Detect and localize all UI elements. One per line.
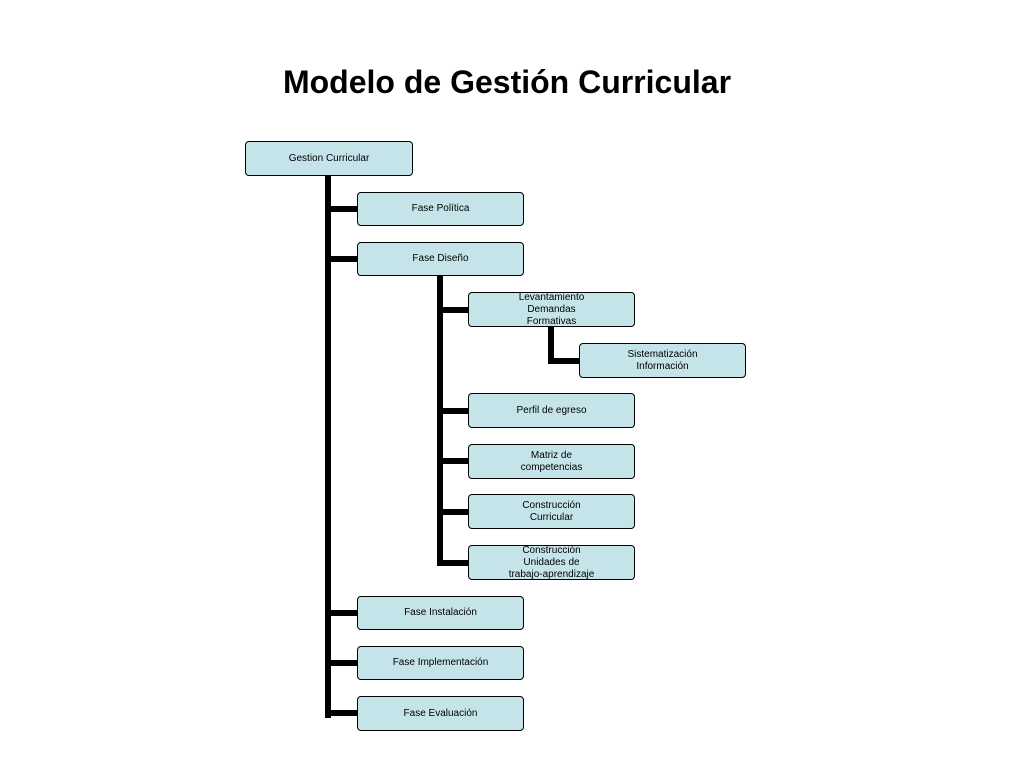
node-fase-evaluacion: Fase Evaluación: [357, 696, 524, 731]
connector-sistematizacion: [548, 358, 579, 364]
connector-fase-evaluacion: [325, 710, 357, 716]
connector-root-trunk: [325, 176, 331, 718]
connector-fase-diseno: [325, 256, 357, 262]
node-fase-politica: Fase Política: [357, 192, 524, 226]
node-levantamiento-demandas: Levantamiento Demandas Formativas: [468, 292, 635, 327]
connector-fase-instalacion: [325, 610, 357, 616]
connector-diseno-trunk: [437, 276, 443, 566]
node-fase-instalacion: Fase Instalación: [357, 596, 524, 630]
node-gestion-curricular: Gestion Curricular: [245, 141, 413, 176]
node-fase-implementacion: Fase Implementación: [357, 646, 524, 680]
connector-construccion-unidades: [437, 560, 468, 566]
connector-fase-politica: [325, 206, 357, 212]
connector-levantamiento-trunk: [548, 327, 554, 364]
node-matriz-competencias: Matriz de competencias: [468, 444, 635, 479]
node-perfil-egreso: Perfil de egreso: [468, 393, 635, 428]
connector-perfil: [437, 408, 468, 414]
connector-fase-implementacion: [325, 660, 357, 666]
connector-levantamiento: [437, 307, 468, 313]
node-construccion-unidades: Construcción Unidades de trabajo-aprendi…: [468, 545, 635, 580]
node-sistematizacion-informacion: Sistematización Información: [579, 343, 746, 378]
connector-matriz: [437, 458, 468, 464]
node-construccion-curricular: Construcción Curricular: [468, 494, 635, 529]
connector-construccion-curricular: [437, 509, 468, 515]
node-fase-diseno: Fase Diseño: [357, 242, 524, 276]
diagram-title: Modelo de Gestión Curricular: [282, 64, 732, 100]
